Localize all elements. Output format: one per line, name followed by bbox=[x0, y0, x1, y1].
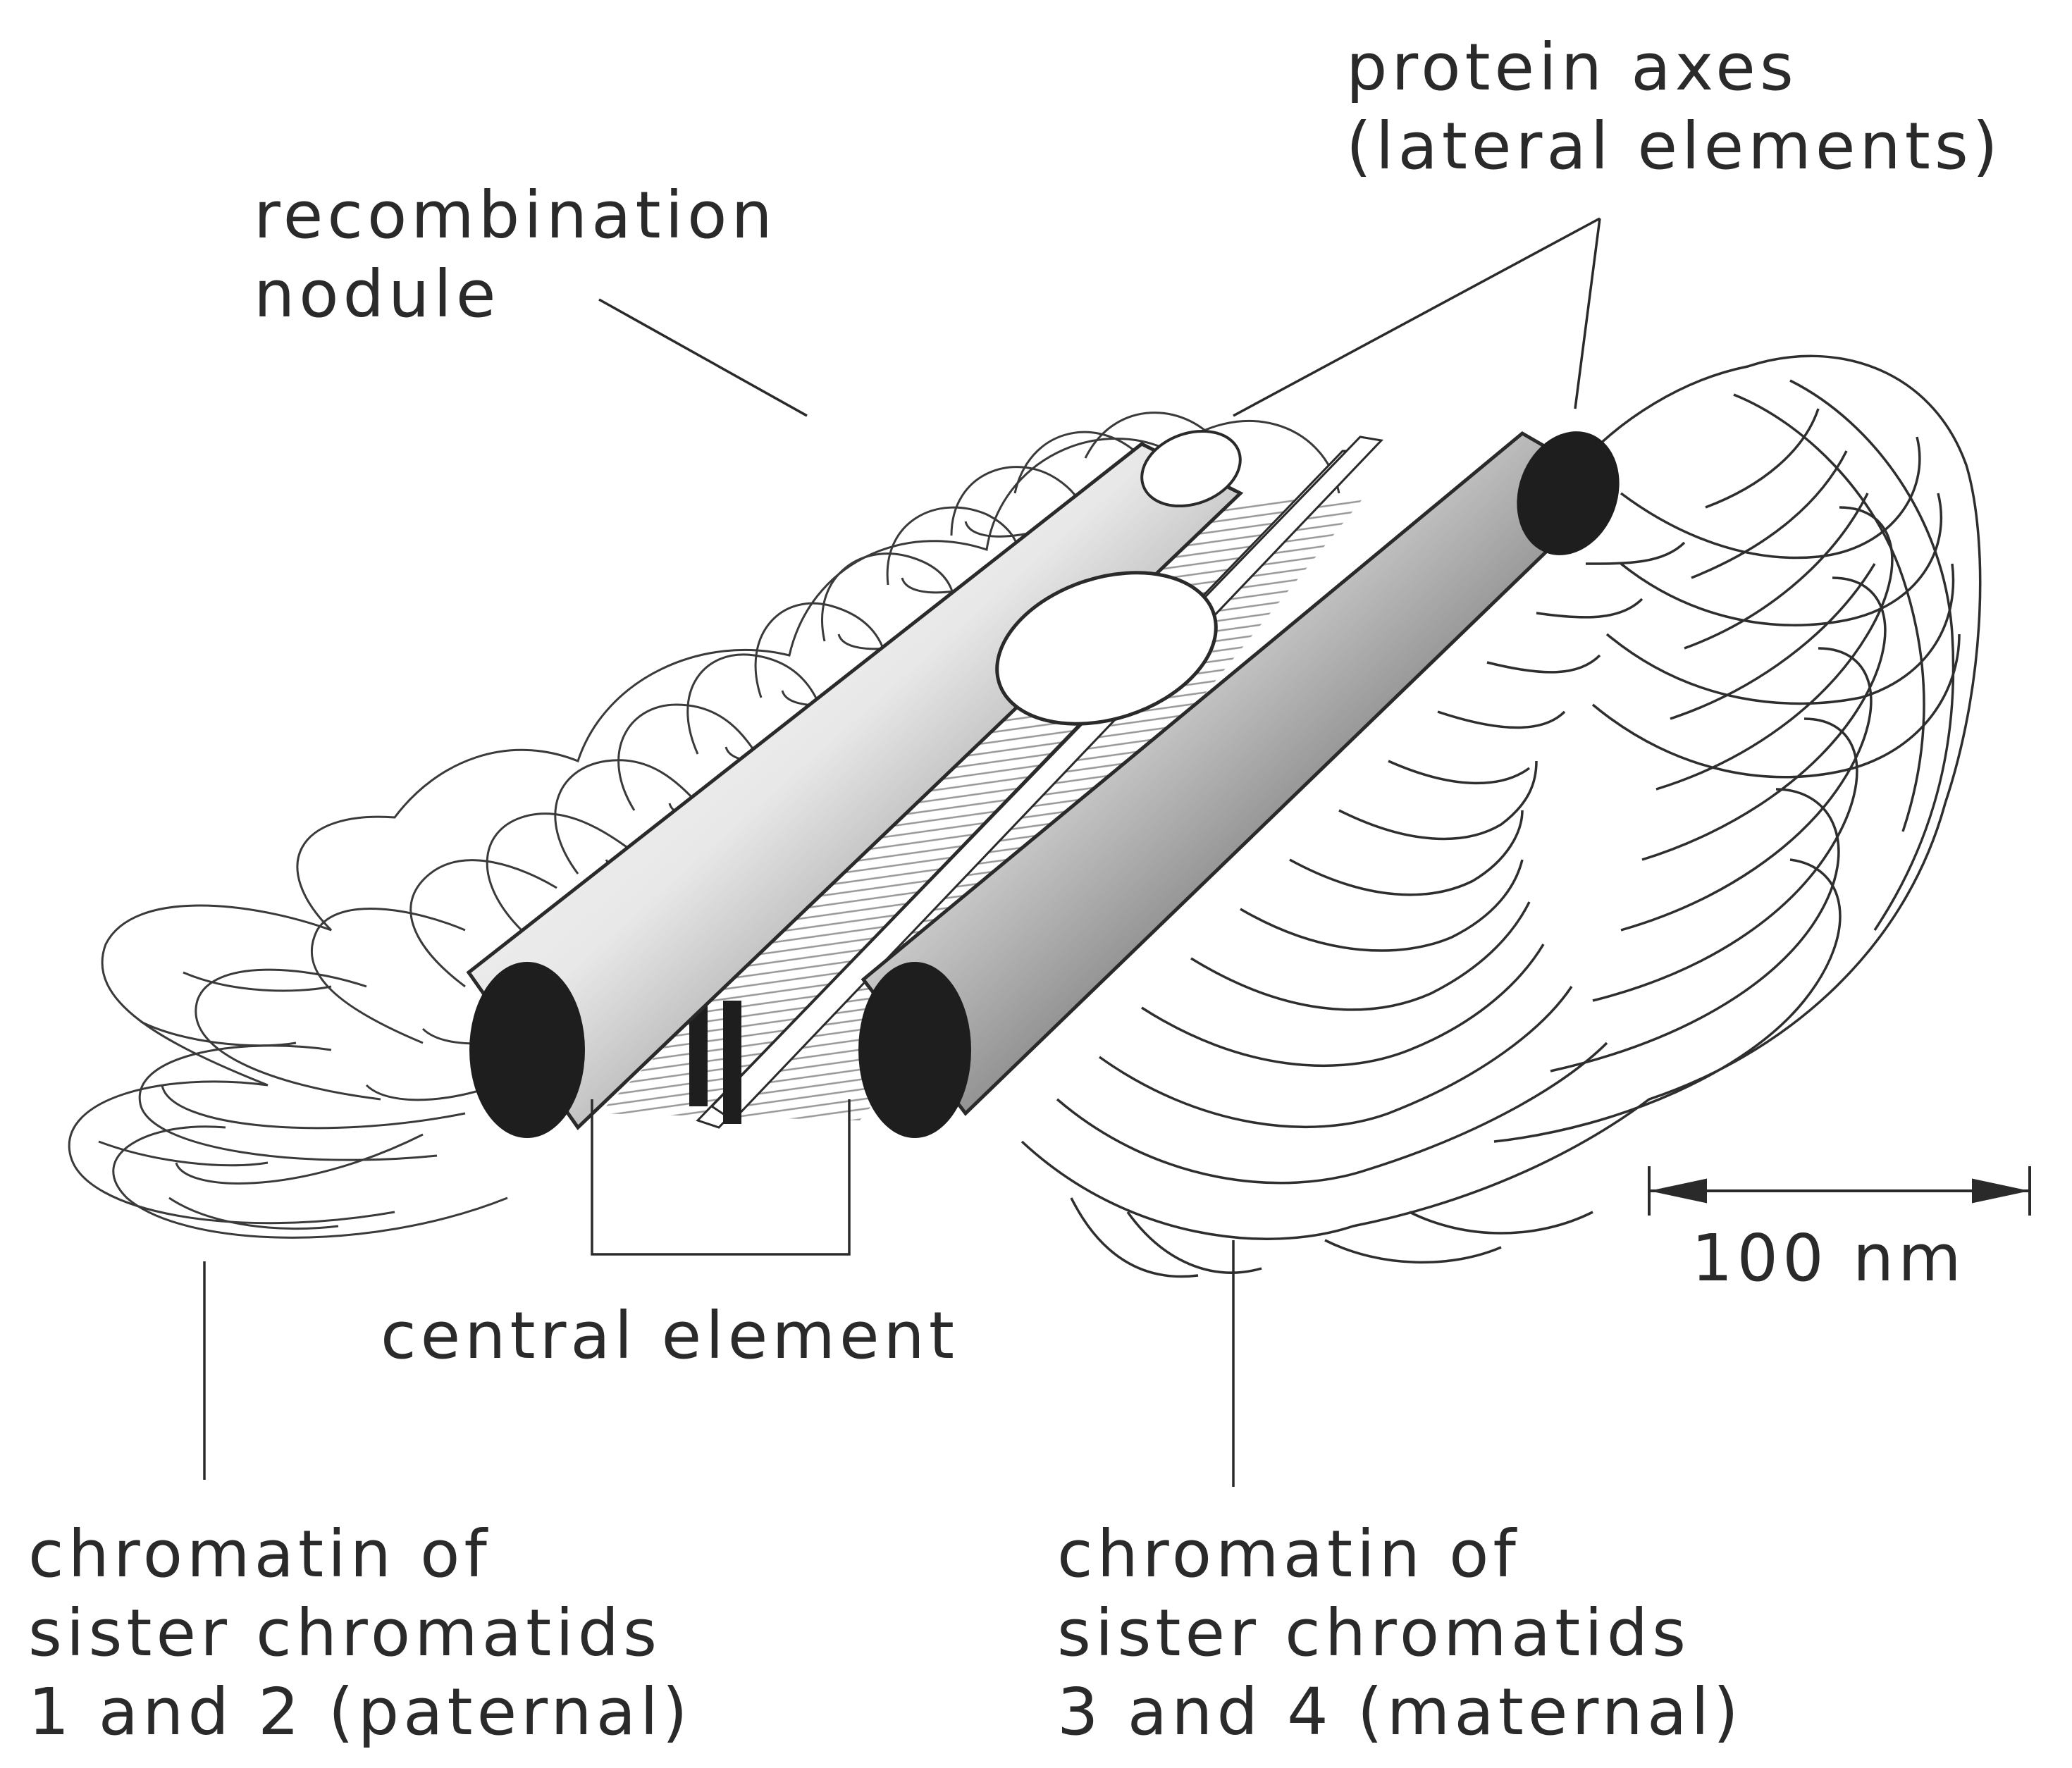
label-protein-axes-line1: protein axes bbox=[1346, 28, 2002, 107]
label-central-element-text: central element bbox=[381, 1297, 958, 1376]
label-maternal-line1: chromatin of bbox=[1057, 1515, 1743, 1594]
label-paternal-line3: 1 and 2 (paternal) bbox=[28, 1673, 692, 1752]
scale-bar bbox=[1649, 1166, 2030, 1216]
label-scale-bar: 100 nm bbox=[1691, 1219, 1966, 1298]
label-paternal-line2: sister chromatids bbox=[28, 1594, 692, 1673]
label-protein-axes: protein axes (lateral elements) bbox=[1346, 28, 2002, 186]
label-maternal-line2: sister chromatids bbox=[1057, 1594, 1743, 1673]
label-maternal-chromatin: chromatin of sister chromatids 3 and 4 (… bbox=[1057, 1515, 1743, 1752]
label-paternal-line1: chromatin of bbox=[28, 1515, 692, 1594]
label-central-element: central element bbox=[381, 1297, 958, 1376]
label-paternal-chromatin: chromatin of sister chromatids 1 and 2 (… bbox=[28, 1515, 692, 1752]
label-maternal-line3: 3 and 4 (maternal) bbox=[1057, 1673, 1743, 1752]
label-recombination-nodule-line2: nodule bbox=[254, 255, 777, 334]
label-recombination-nodule-line1: recombination bbox=[254, 176, 777, 255]
label-scale-bar-text: 100 nm bbox=[1691, 1219, 1966, 1298]
label-protein-axes-line2: (lateral elements) bbox=[1346, 107, 2002, 186]
label-recombination-nodule: recombination nodule bbox=[254, 176, 777, 334]
